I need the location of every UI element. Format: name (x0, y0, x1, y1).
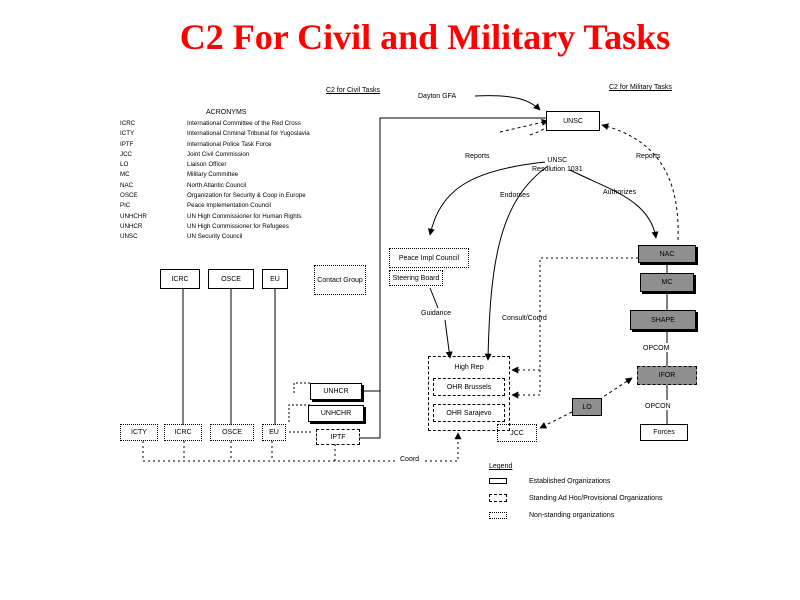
opcon-label: OPCON (645, 403, 671, 410)
legend-solid-swatch (489, 478, 507, 484)
legend-solid-label: Established Organizations (529, 478, 611, 485)
peace-impl-council-node: Peace Impl Council (389, 248, 469, 268)
ohr-sarajevo-node: OHR Sarajevo (433, 404, 505, 422)
osce-bottom-node: OSCE (210, 424, 254, 441)
reports-left-label: Reports (465, 153, 490, 160)
page-title: C2 For Civil and Military Tasks (179, 17, 671, 57)
opcom-label: OPCOM (643, 345, 670, 352)
legend-dashed-label: Standing Ad Hoc/Provisional Organization… (529, 495, 663, 502)
military-tasks-header: C2 for Military Tasks (609, 84, 672, 91)
osce-top-node: OSCE (208, 269, 254, 289)
legend-dashed-swatch (489, 494, 507, 502)
consult-coord-label: Consult/Coord (502, 315, 547, 322)
authorizes-label: Authorizes (603, 189, 637, 196)
icrc-top-node: ICRC (160, 269, 200, 289)
icrc-bottom-node: ICRC (164, 424, 202, 441)
acronyms-heading: ACRONYMS (206, 109, 247, 116)
acronym-definitions: International Committee of the Red Cross… (187, 120, 310, 241)
civil-tasks-header: C2 for Civil Tasks (326, 87, 380, 94)
steering-board-node: Steering Board (389, 270, 443, 286)
reports-right-label: Reports (636, 153, 661, 160)
coord-label: Coord (400, 456, 420, 463)
unhchr-node: UNHCHR (308, 405, 364, 422)
high-rep-node: High Rep (428, 356, 510, 431)
contact-group-node: Contact Group (314, 265, 366, 295)
icty-bottom-node: ICTY (120, 424, 158, 441)
shape-node: SHAPE (630, 310, 696, 330)
jcc-node: JCC (497, 424, 537, 442)
forces-node: Forces (640, 424, 688, 441)
iptf-node: IPTF (316, 429, 360, 445)
mc-node: MC (640, 273, 694, 292)
eu-bottom-node: EU (262, 424, 286, 441)
legend-dotted-swatch (489, 512, 507, 519)
unsc-node: UNSC (546, 111, 600, 131)
legend-dotted-label: Non-standing organizations (529, 512, 615, 519)
nac-node: NAC (638, 245, 696, 263)
lo-node: LO (572, 398, 602, 416)
legend-title: Legend (489, 463, 513, 470)
eu-top-node: EU (262, 269, 288, 289)
guidance-label: Guidance (421, 310, 451, 317)
unhcr-node: UNHCR (310, 383, 362, 400)
dayton-label: Dayton GFA (418, 93, 457, 100)
ifor-node: IFOR (637, 366, 697, 385)
endorses-label: Endorses (500, 192, 530, 199)
ohr-brussels-node: OHR Brussels (433, 378, 505, 396)
unsc-resolution-label: UNSC Resolution 1031 (532, 157, 583, 173)
